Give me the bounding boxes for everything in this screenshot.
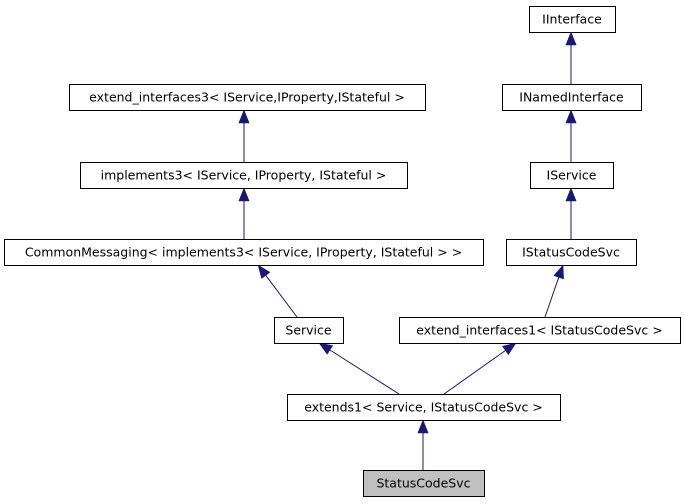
- nodes-layer: IInterface extend_interfaces3< IService,I…: [4, 6, 681, 497]
- class-node-box[interactable]: [399, 317, 681, 344]
- class-node-label: extend_interfaces3< IService,IProperty,I…: [89, 90, 405, 105]
- edge-line: [265, 275, 298, 318]
- class-node-label: IInterface: [542, 12, 602, 27]
- edge-line: [544, 277, 560, 318]
- class-node-extends1[interactable]: extends1< Service, IStatusCodeSvc >: [287, 394, 561, 421]
- inheritance-arrowhead-icon: [565, 31, 577, 46]
- class-node-commonmessaging[interactable]: CommonMessaging< implements3< IService, …: [4, 239, 484, 266]
- class-node-implements3[interactable]: implements3< IService, IProperty, IState…: [80, 162, 408, 189]
- edge-line: [443, 350, 506, 395]
- class-node-inamedinterface[interactable]: INamedInterface: [502, 84, 642, 111]
- class-node-box[interactable]: [529, 6, 616, 33]
- class-node-label: INamedInterface: [519, 90, 624, 105]
- class-node-label: Service: [285, 323, 332, 338]
- inheritance-arrowhead-icon: [565, 109, 577, 124]
- inheritance-arrowhead-icon: [238, 187, 250, 202]
- class-node-iservice[interactable]: IService: [530, 162, 614, 189]
- inheritance-edge: [544, 264, 564, 318]
- class-node-box[interactable]: [287, 394, 561, 421]
- edge-line: [329, 349, 400, 395]
- inheritance-arrowhead-icon: [553, 264, 564, 280]
- class-node-label: CommonMessaging< implements3< IService, …: [25, 245, 462, 260]
- class-node-iinterface[interactable]: IInterface: [529, 6, 616, 33]
- class-node-box[interactable]: [363, 470, 485, 497]
- class-node-label: IStatusCodeSvc: [522, 245, 620, 260]
- class-node-label: extends1< Service, IStatusCodeSvc >: [304, 400, 543, 415]
- class-node-box[interactable]: [530, 162, 614, 189]
- class-node-box[interactable]: [80, 162, 408, 189]
- inheritance-arrowhead-icon: [565, 187, 577, 202]
- inheritance-edge: [565, 31, 577, 84]
- class-node-statuscodesvc[interactable]: StatusCodeSvc: [363, 470, 485, 497]
- class-node-extend_interfaces1[interactable]: extend_interfaces1< IStatusCodeSvc >: [399, 317, 681, 344]
- inheritance-arrowhead-icon: [501, 342, 517, 356]
- inheritance-edge: [238, 109, 250, 162]
- inheritance-edge: [565, 187, 577, 239]
- class-node-service[interactable]: Service: [274, 317, 344, 344]
- inheritance-arrowhead-icon: [417, 419, 429, 434]
- inheritance-arrowhead-icon: [257, 264, 271, 279]
- class-node-label: StatusCodeSvc: [376, 476, 470, 491]
- class-node-box[interactable]: [506, 239, 637, 266]
- class-node-label: extend_interfaces1< IStatusCodeSvc >: [416, 323, 662, 338]
- inheritance-edge: [417, 419, 429, 470]
- class-node-extend_interfaces3[interactable]: extend_interfaces3< IService,IProperty,I…: [69, 84, 426, 111]
- inheritance-arrowhead-icon: [238, 109, 250, 124]
- inheritance-edge: [238, 187, 250, 239]
- class-node-label: implements3< IService, IProperty, IState…: [101, 168, 387, 183]
- class-node-istatuscodesvc[interactable]: IStatusCodeSvc: [506, 239, 637, 266]
- class-node-box[interactable]: [4, 239, 484, 266]
- inheritance-edge: [443, 342, 517, 395]
- inheritance-edge: [257, 264, 298, 318]
- inheritance-arrowhead-icon: [318, 342, 334, 355]
- class-node-label: IService: [547, 168, 597, 183]
- inheritance-edge: [565, 109, 577, 162]
- class-node-box[interactable]: [502, 84, 642, 111]
- class-node-box[interactable]: [274, 317, 344, 344]
- edges-layer: [238, 31, 577, 470]
- class-node-box[interactable]: [69, 84, 426, 111]
- inheritance-edge: [318, 342, 400, 395]
